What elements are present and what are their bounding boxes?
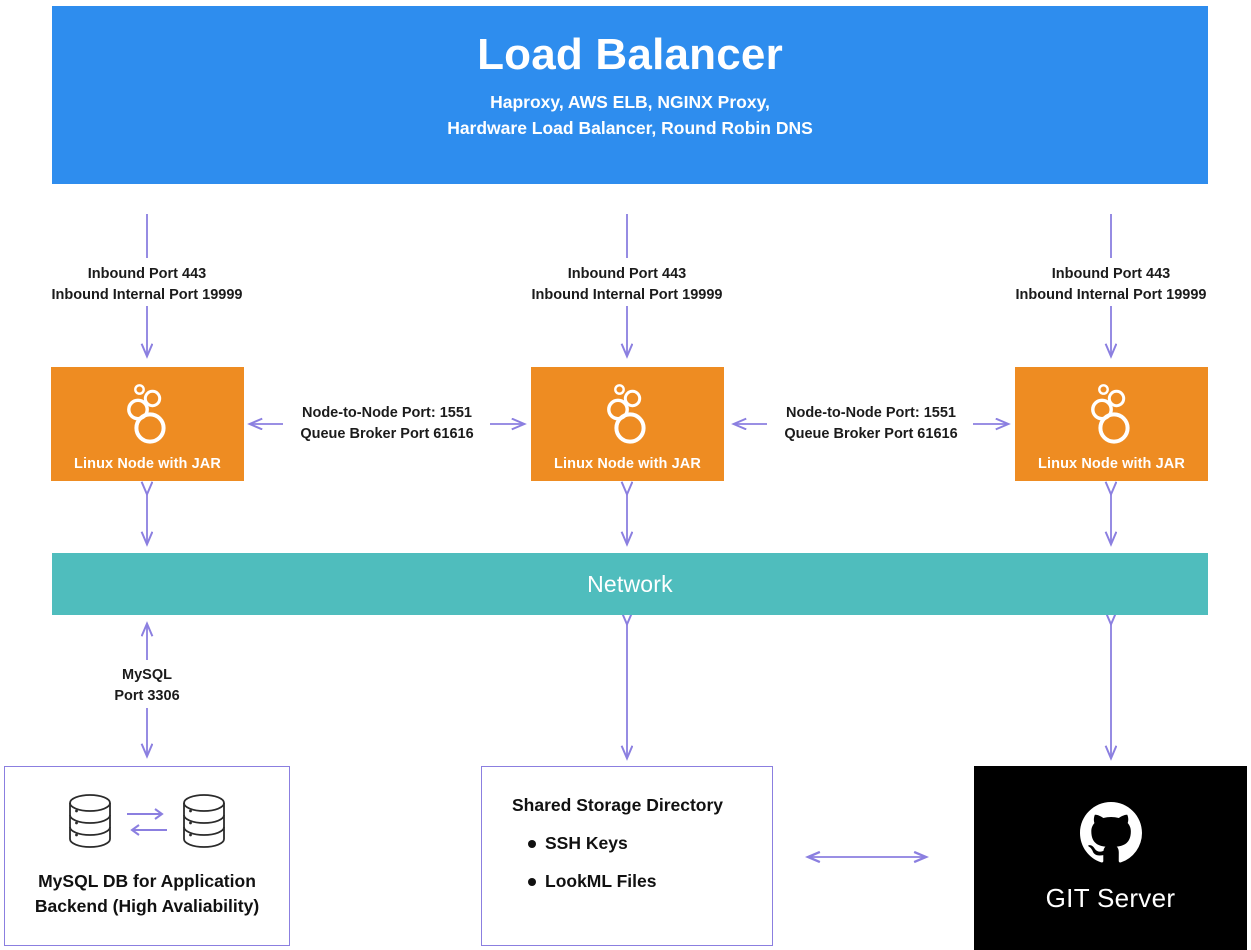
shared-storage-box[interactable]: Shared Storage Directory SSH Keys LookML… <box>481 766 773 946</box>
looker-icon <box>122 383 174 450</box>
looker-icon <box>1086 383 1138 450</box>
network-label: Network <box>587 570 673 597</box>
mysql-connection-label-line-2: Port 3306 <box>114 687 180 704</box>
bullet-icon <box>528 877 536 886</box>
inbound-port-label-1-line-2: Inbound Internal Port 19999 <box>51 286 243 303</box>
linux-node-box-2[interactable]: Linux Node with JAR <box>531 367 724 481</box>
inbound-port-label-1: Inbound Port 443 Inbound Internal Port 1… <box>47 264 247 305</box>
inbound-port-label-3-line-1: Inbound Port 443 <box>1051 266 1171 282</box>
shared-storage-item-lookml-files: LookML Files <box>512 871 772 892</box>
linux-node-label-2: Linux Node with JAR <box>554 456 701 472</box>
looker-icon <box>602 383 654 450</box>
github-octocat-icon <box>1079 802 1142 869</box>
inbound-port-label-1-line-1: Inbound Port 443 <box>87 266 207 282</box>
linux-node-box-3[interactable]: Linux Node with JAR <box>1015 367 1208 481</box>
linux-node-label-1: Linux Node with JAR <box>74 456 221 472</box>
git-server-box[interactable]: GIT Server <box>974 766 1247 950</box>
bullet-icon <box>528 839 536 848</box>
inbound-port-label-3: Inbound Port 443 Inbound Internal Port 1… <box>1011 264 1211 305</box>
node-to-node-label-2-line-1: Node-to-Node Port: 1551 <box>786 405 956 421</box>
network-bar: Network <box>52 553 1208 615</box>
node-to-node-label-2: Node-to-Node Port: 1551 Queue Broker Por… <box>754 403 988 444</box>
node-to-node-label-1-line-1: Node-to-Node Port: 1551 <box>302 405 472 421</box>
mysql-db-caption-line-1: MySQL DB for Application <box>38 871 256 892</box>
load-balancer-subtitle: Haproxy, AWS ELB, NGINX Proxy, Hardware … <box>447 90 813 141</box>
inbound-port-label-2-line-2: Inbound Internal Port 19999 <box>531 286 723 303</box>
database-cylinder-icon <box>181 794 227 853</box>
inbound-port-label-3-line-2: Inbound Internal Port 19999 <box>1015 286 1207 303</box>
node-to-node-label-2-line-2: Queue Broker Port 61616 <box>784 425 958 442</box>
mysql-db-icons <box>67 794 227 853</box>
load-balancer-subtitle-line-1: Haproxy, AWS ELB, NGINX Proxy, <box>490 92 770 113</box>
mysql-connection-label-line-1: MySQL <box>122 667 172 683</box>
load-balancer-title: Load Balancer <box>477 30 783 79</box>
node-to-node-label-1: Node-to-Node Port: 1551 Queue Broker Por… <box>270 403 504 444</box>
database-cylinder-icon <box>67 794 113 853</box>
shared-storage-item-ssh-keys: SSH Keys <box>512 833 772 854</box>
bidirectional-replication-arrows-icon <box>125 801 169 846</box>
mysql-db-caption: MySQL DB for Application Backend (High A… <box>35 869 259 917</box>
mysql-db-box[interactable]: MySQL DB for Application Backend (High A… <box>4 766 290 946</box>
mysql-connection-label: MySQL Port 3306 <box>47 665 247 706</box>
shared-storage-item-label: SSH Keys <box>545 833 628 853</box>
shared-storage-title: Shared Storage Directory <box>512 795 724 815</box>
mysql-db-caption-line-2: Backend (High Avaliability) <box>34 895 260 916</box>
git-server-caption: GIT Server <box>1045 883 1176 913</box>
inbound-port-label-2-line-1: Inbound Port 443 <box>567 266 687 282</box>
load-balancer-subtitle-line-2: Hardware Load Balancer, Round Robin DNS <box>447 117 813 138</box>
inbound-port-label-2: Inbound Port 443 Inbound Internal Port 1… <box>527 264 727 305</box>
node-to-node-label-1-line-2: Queue Broker Port 61616 <box>300 425 474 442</box>
load-balancer-banner: Load Balancer Haproxy, AWS ELB, NGINX Pr… <box>52 6 1208 184</box>
linux-node-box-1[interactable]: Linux Node with JAR <box>51 367 244 481</box>
linux-node-label-3: Linux Node with JAR <box>1038 456 1185 472</box>
shared-storage-item-label: LookML Files <box>545 871 657 891</box>
